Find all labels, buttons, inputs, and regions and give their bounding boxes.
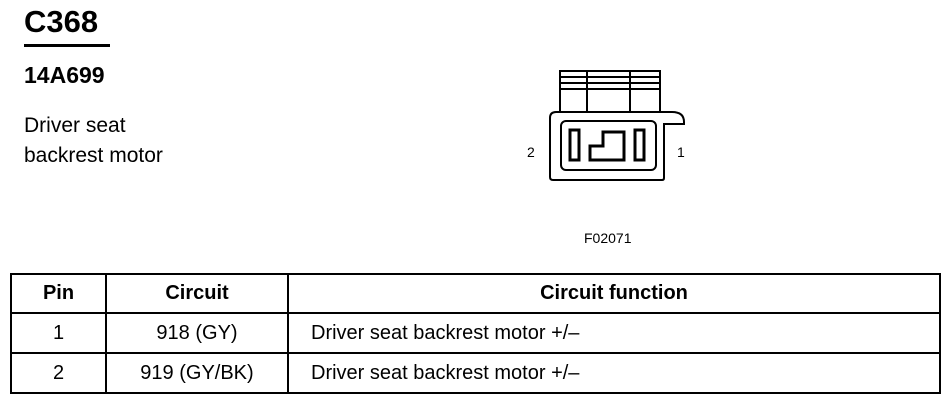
description-line-2: backrest motor — [24, 144, 163, 167]
terminal-pin-2 — [568, 128, 581, 162]
connector-id-underline — [24, 44, 110, 47]
connector-body — [549, 111, 685, 181]
header-circuit: Circuit — [105, 273, 289, 314]
connector-face-diagram — [549, 70, 685, 181]
cavity-outline — [560, 120, 657, 171]
figure-code: F02071 — [584, 230, 632, 246]
table-header-row: Pin Circuit Circuit function — [10, 273, 941, 314]
pin-2-label: 2 — [527, 144, 535, 160]
part-number: 14A699 — [24, 62, 105, 88]
description-line-1: Driver seat — [24, 114, 126, 137]
connector-latch — [559, 70, 661, 116]
pin-table: Pin Circuit Circuit function 1 918 (GY) … — [10, 273, 941, 394]
cell-function: Driver seat backrest motor +/– — [287, 312, 941, 354]
pin-1-label: 1 — [677, 144, 685, 160]
cell-pin: 2 — [10, 352, 107, 394]
cell-pin: 1 — [10, 312, 107, 354]
cell-circuit: 919 (GY/BK) — [105, 352, 289, 394]
connector-id: C368 — [24, 4, 99, 39]
cell-function: Driver seat backrest motor +/– — [287, 352, 941, 394]
cell-circuit: 918 (GY) — [105, 312, 289, 354]
table-row: 2 919 (GY/BK) Driver seat backrest motor… — [10, 352, 941, 394]
table-row: 1 918 (GY) Driver seat backrest motor +/… — [10, 312, 941, 354]
terminal-pin-1 — [633, 128, 646, 162]
keyway — [588, 130, 626, 162]
header-pin: Pin — [10, 273, 107, 314]
header-function: Circuit function — [287, 273, 941, 314]
